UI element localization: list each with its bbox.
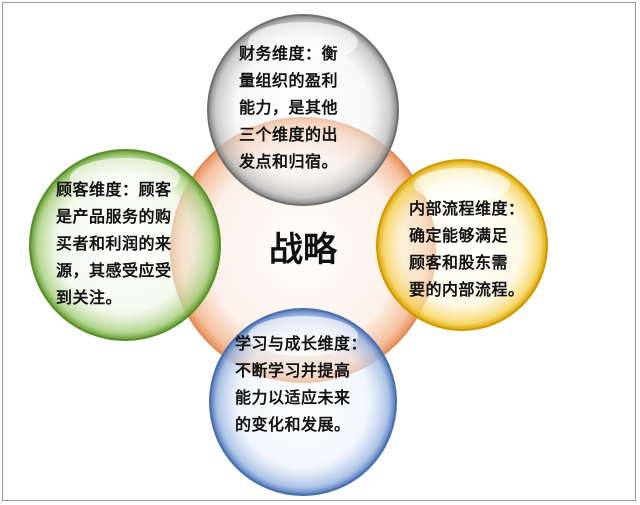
- process-text: 内部流程维度： 确定能够满足 顾客和股东需 要的内部流程。: [409, 195, 525, 303]
- text-line: 量组织的盈利: [239, 71, 339, 90]
- text-line: 要的内部流程。: [409, 280, 525, 299]
- customer-circle: [29, 149, 221, 341]
- text-line: 能力，是其他: [239, 98, 339, 117]
- text-line: 到关注。: [56, 288, 123, 307]
- text-line: 确定能够满足: [409, 226, 509, 245]
- finance-text: 财务维度：衡 量组织的盈利 能力，是其他 三个维度的出 发点和归宿。: [239, 40, 338, 175]
- text-line: 顾客和股东需: [409, 253, 509, 272]
- finance-circle: [207, 14, 399, 206]
- text-line: 买者和利润的来: [56, 234, 172, 253]
- text-line: 内部流程维度：: [409, 199, 525, 218]
- customer-text: 顾客维度：顾客 是产品服务的购 买者和利润的来 源，其感受应受 到关注。: [56, 176, 172, 311]
- strategy-label: 战略: [269, 230, 337, 270]
- learning-text: 学习与成长维度： 不断学习并提高 能力以适应未来 的变化和发展。: [235, 330, 367, 438]
- text-line: 学习与成长维度：: [235, 334, 368, 353]
- text-line: 源，其感受应受: [56, 261, 172, 280]
- text-line: 是产品服务的购: [56, 207, 172, 226]
- frame-border: [2, 2, 636, 501]
- text-line: 三个维度的出: [239, 125, 339, 144]
- text-line: 能力以适应未来: [235, 388, 351, 407]
- text-line: 的变化和发展。: [235, 415, 351, 434]
- text-line: 财务维度：衡: [239, 44, 339, 63]
- process-circle: [376, 159, 548, 331]
- text-line: 不断学习并提高: [235, 361, 351, 380]
- text-line: 发点和归宿。: [239, 152, 339, 171]
- text-line: 顾客维度：顾客: [56, 180, 172, 199]
- learning-circle: [209, 308, 397, 496]
